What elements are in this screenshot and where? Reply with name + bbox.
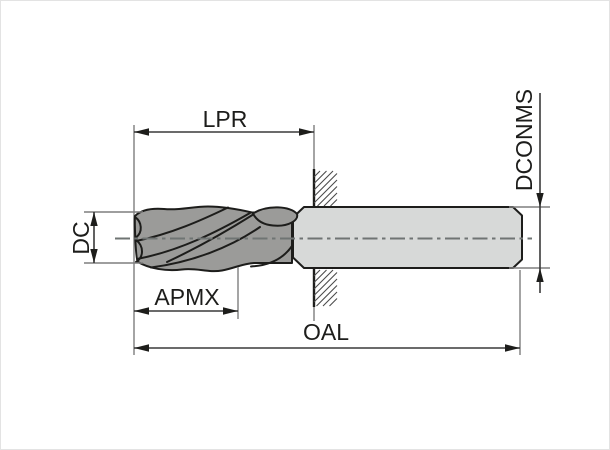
dimension-apmx: APMX [134,267,239,319]
arrow-down-icon [536,193,544,207]
end-mill-tool [133,205,523,273]
hatch-pattern-lower [313,269,338,307]
dimension-oal: OAL [134,270,521,355]
dconms-label: DCONMS [511,89,537,191]
arrow-right-icon [299,128,314,136]
spiral-flute-edges [135,206,293,269]
arrow-right-icon [505,344,520,352]
arrow-up-icon [536,268,544,282]
flute-runout-tongue [252,206,299,227]
end-teeth-edges [134,216,143,263]
oal-label: OAL [303,319,349,345]
hatch-pattern-upper [313,170,338,207]
arrow-right-icon [223,307,238,315]
dc-label: DC [68,221,94,254]
arrow-left-icon [134,307,149,315]
arrow-down-icon [90,249,98,263]
dimension-dc: DC [68,211,143,264]
lpr-label: LPR [203,106,248,132]
dimension-dconms: DCONMS [509,89,550,293]
arrow-left-icon [134,128,149,136]
dimension-lpr: LPR [134,106,314,136]
arrow-up-icon [90,212,98,226]
arrow-left-icon [134,344,149,352]
tool-shank [292,206,523,269]
apmx-label: APMX [154,284,219,310]
